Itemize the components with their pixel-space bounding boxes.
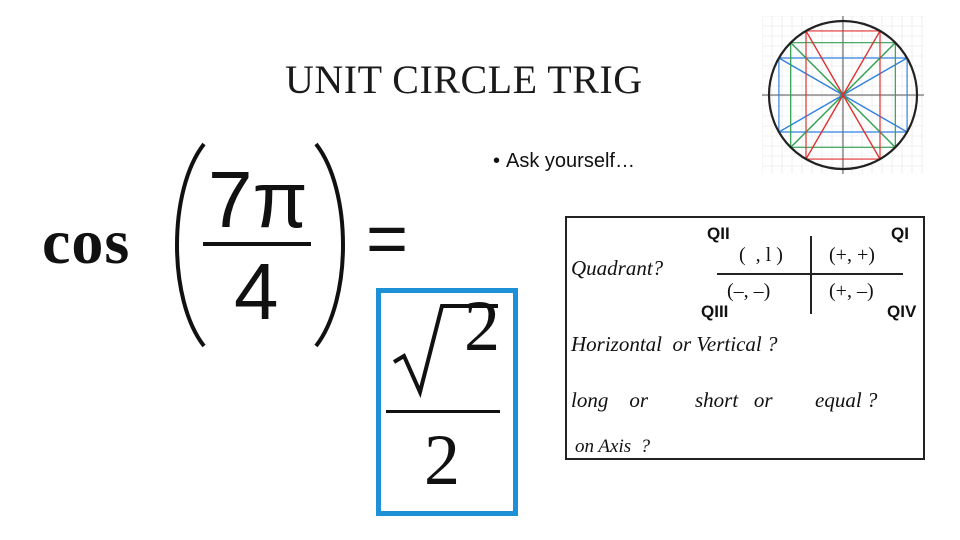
radius-line <box>842 30 881 96</box>
cos-label: cos <box>42 206 131 277</box>
sign-q3: (–, –) <box>727 280 771 302</box>
prompt-on-axis: on Axis ? <box>575 436 651 457</box>
sign-q4: (+, –) <box>829 280 874 302</box>
quadrant-table-panel: QII QI QIII QIV ( , l ) (+, +) (–, –) (+… <box>565 216 925 460</box>
label-q3: QIII <box>701 302 729 321</box>
label-q2: QII <box>707 224 730 243</box>
radius-line <box>842 94 881 160</box>
prompt-horizontal-vertical: Horizontal or Vertical ? <box>571 332 778 356</box>
radius-line <box>842 57 908 96</box>
bullet-item: •Ask yourself… <box>493 150 635 173</box>
slide-title: UNIT CIRCLE TRIG <box>285 57 643 102</box>
fraction-denominator: 4 <box>234 247 279 336</box>
unit-circle-figure <box>761 15 924 174</box>
answer-box <box>376 288 518 516</box>
label-q1: QI <box>891 224 909 243</box>
answer-numerator: 2 <box>464 286 500 366</box>
radius-line <box>778 94 844 133</box>
radius-line <box>805 94 844 160</box>
bullet-dot-icon: • <box>493 150 501 172</box>
answer-bar <box>386 410 500 413</box>
label-q4: QIV <box>887 302 917 321</box>
unit-circle <box>767 19 919 171</box>
prompt-short: short or <box>695 388 773 412</box>
bullet-text: Ask yourself… <box>506 150 635 172</box>
prompt-equal: equal ? <box>815 388 878 412</box>
quadrant-vertical-line <box>810 236 812 314</box>
unit-circle-icon <box>761 15 924 174</box>
square-root-icon <box>392 304 498 399</box>
left-paren-icon <box>175 142 206 348</box>
radius-line <box>842 94 908 133</box>
fraction-bar <box>203 242 311 246</box>
fraction-numerator: 7π <box>208 155 308 244</box>
radius-line <box>842 94 896 148</box>
sign-q2: ( , l ) <box>739 244 783 266</box>
equals-sign: = <box>366 199 409 279</box>
answer-denominator: 2 <box>424 420 460 500</box>
radius-line <box>790 42 844 96</box>
right-paren-icon <box>314 142 345 348</box>
radius-line <box>842 42 896 96</box>
prompt-long: long or <box>571 388 649 412</box>
sign-q1: (+, +) <box>829 244 875 266</box>
radius-line <box>778 57 844 96</box>
prompt-quadrant: Quadrant? <box>571 256 664 280</box>
radius-line <box>805 30 844 96</box>
radius-line <box>790 94 844 148</box>
